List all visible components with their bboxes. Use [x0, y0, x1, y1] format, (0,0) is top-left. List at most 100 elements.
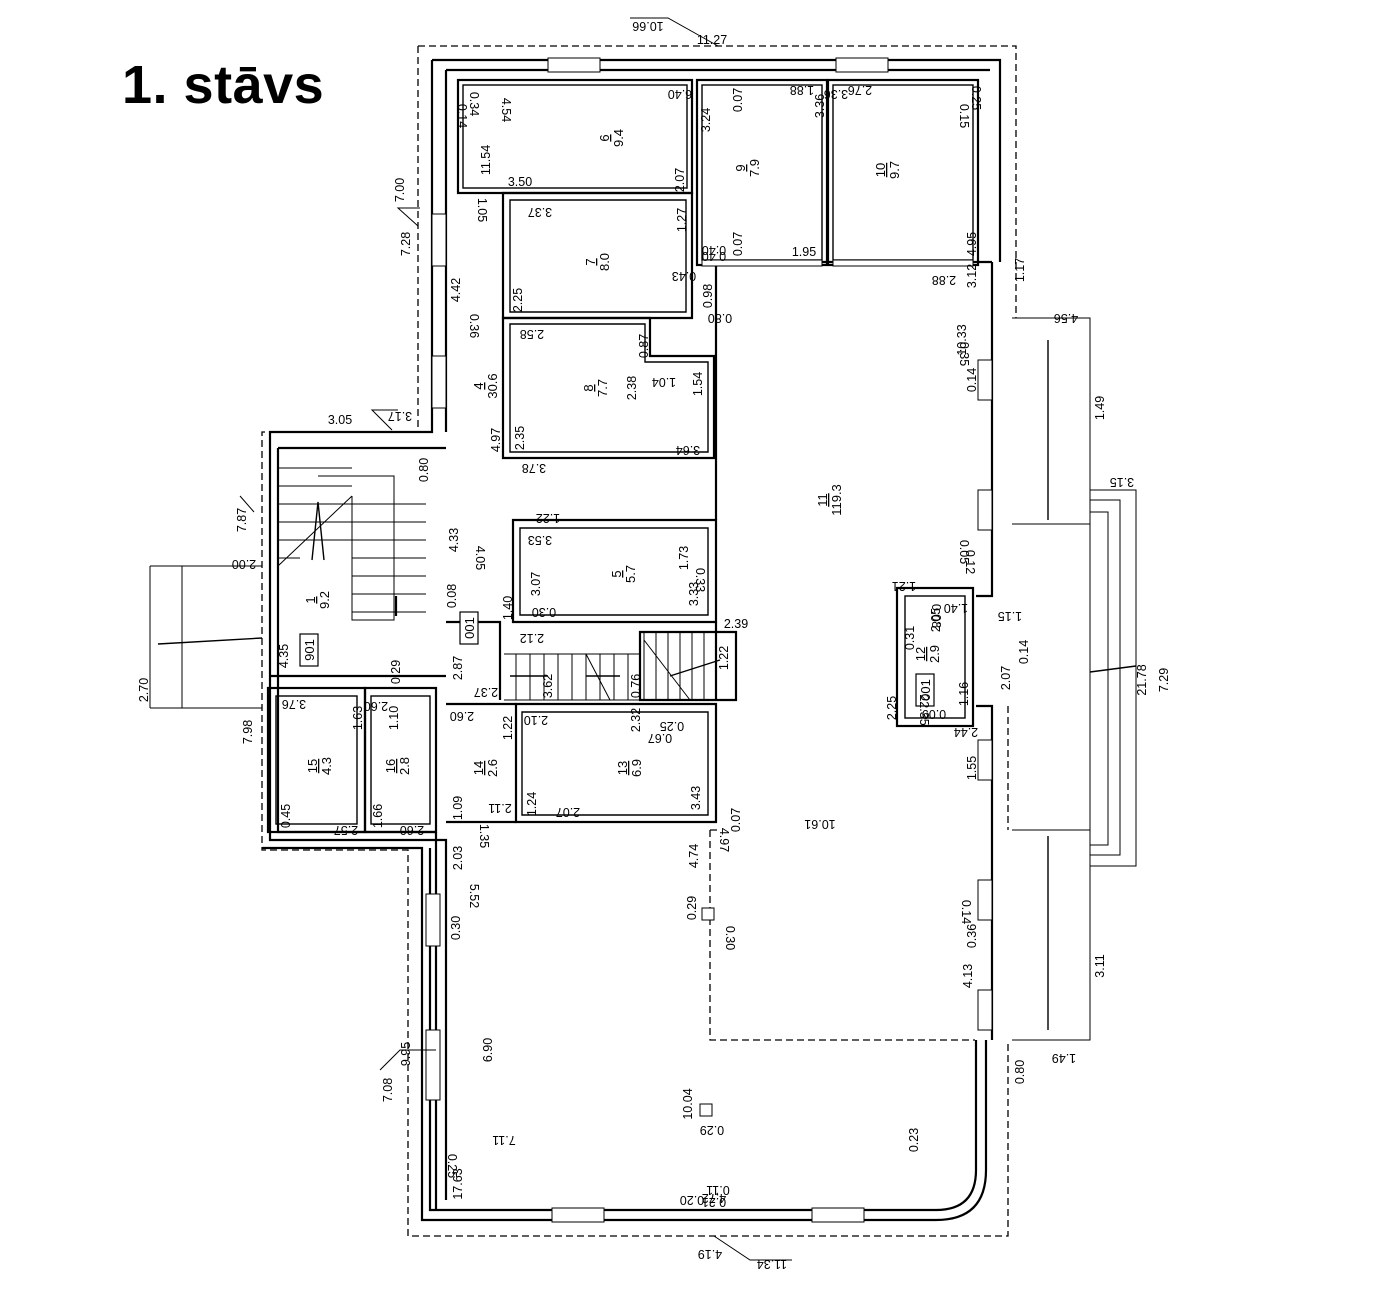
- dimension-label: 4.54: [499, 98, 513, 122]
- room-label-8: 87.7: [581, 379, 610, 397]
- dimension-label: 0.14: [1017, 640, 1031, 664]
- dimension-label: 6.90: [481, 1038, 495, 1062]
- dimension-label: 2.38: [625, 376, 639, 400]
- dimension-label: 1.09: [451, 796, 465, 820]
- dimension-label: 1.49: [1052, 1051, 1076, 1065]
- dimension-label: 2.60: [364, 699, 388, 713]
- dimension-label: 2.35: [513, 426, 527, 450]
- dimension-label: 1.22: [536, 511, 560, 525]
- dimension-label: 1.66: [371, 804, 385, 828]
- dimension-label: 2.58: [520, 327, 544, 341]
- dimension-label: 7.98: [241, 720, 255, 744]
- room-label-13: 136.9: [615, 759, 644, 777]
- dimension-label: 9.95: [399, 1042, 413, 1066]
- dimension-label: 2.07: [556, 805, 580, 819]
- svg-text:001: 001: [918, 679, 933, 701]
- dimension-label: 0.45: [279, 804, 293, 828]
- room-label-10: 109.7: [873, 161, 902, 179]
- dimension-label: 0.07: [731, 88, 745, 112]
- dimension-label: 4.13: [961, 964, 975, 988]
- dimension-label: 1.55: [965, 756, 979, 780]
- dimension-label: 1.95: [792, 245, 816, 259]
- dimension-label: 2.76: [848, 83, 872, 97]
- windows: [425, 57, 993, 1223]
- dimension-label: 4.56: [1054, 311, 1078, 325]
- code-box-2: 001: [915, 673, 935, 707]
- dimension-label: 0.08: [445, 584, 459, 608]
- dimension-label: 3.11: [1093, 954, 1107, 977]
- dimension-label: 1.63: [351, 706, 365, 730]
- dimension-label: 4.97: [717, 828, 731, 852]
- dimension-label: 2.37: [474, 685, 498, 699]
- room-label-9: 97.9: [733, 159, 762, 177]
- room-label-6: 69.4: [597, 129, 626, 147]
- dimension-label: 0.21: [702, 1195, 726, 1209]
- dimension-label: 0.08: [929, 604, 943, 628]
- dimension-label: 0.20: [680, 1193, 704, 1207]
- dimension-label: 1.05: [475, 198, 489, 222]
- dimension-label: 17.63: [451, 1168, 465, 1199]
- dimension-label: 0.25: [445, 1154, 459, 1178]
- dimension-label: 0.29: [685, 896, 699, 920]
- dimension-label: 11.34: [757, 1257, 787, 1271]
- dimension-label: 0.36: [965, 924, 979, 948]
- terrace-right: [1012, 317, 1137, 1041]
- dimension-label: 0.80: [1013, 1060, 1027, 1084]
- dimension-label: 3.64: [676, 443, 700, 457]
- dimension-label: 2.57: [334, 823, 358, 837]
- dimension-label: 2.11: [488, 801, 511, 815]
- dimension-label: 4.33: [447, 528, 461, 552]
- code-box-0: 901: [299, 633, 319, 667]
- dimension-label: 2.07: [999, 666, 1013, 690]
- room-label-5: 55.7: [609, 565, 638, 583]
- dimension-label: 0.36: [467, 314, 481, 338]
- dimension-label: 3.43: [689, 786, 703, 810]
- dimension-label: 11.27: [697, 33, 727, 47]
- dimension-label: 1.15: [998, 609, 1022, 623]
- dimension-label: 1.73: [677, 546, 691, 570]
- dimension-label: 1.21: [892, 579, 916, 593]
- dimension-label: 5.52: [467, 884, 481, 908]
- dimension-label: 0.30: [723, 926, 737, 950]
- dimension-label: 0.09: [922, 707, 946, 721]
- dimension-label: 2.10: [524, 713, 548, 727]
- exterior-walls: [262, 58, 1002, 1222]
- code-box-1: 001: [459, 611, 479, 645]
- dimension-label: 0.23: [907, 1128, 921, 1152]
- dimension-label: 7.08: [381, 1078, 395, 1102]
- dimension-label: 10.61: [804, 817, 835, 831]
- dimension-label: 1.22: [717, 646, 731, 670]
- dimension-label: 3.36: [824, 87, 848, 101]
- entrance-landing-left: [149, 565, 263, 709]
- dimension-label: 3.24: [699, 108, 713, 132]
- small-staircases: [504, 632, 721, 701]
- dimension-label: 7.87: [235, 508, 249, 532]
- dimension-label: 11.54: [479, 145, 493, 175]
- dimension-label: 0.98: [701, 284, 715, 308]
- dimension-label: 3.62: [541, 674, 555, 698]
- svg-text:001: 001: [462, 617, 477, 639]
- dimension-label: 0.87: [637, 334, 651, 358]
- dimension-label: 2.25: [511, 288, 525, 312]
- dimension-label: 3.33: [687, 582, 701, 606]
- dimension-label: 2.03: [451, 846, 465, 870]
- dimension-label: 3.53: [528, 533, 552, 547]
- dimension-label: 0.33: [693, 568, 707, 592]
- dimension-label: 2.44: [954, 725, 978, 739]
- dimension-label: 3.05: [328, 413, 352, 427]
- dimension-label: 4.97: [489, 428, 503, 452]
- dimension-label: 3.12: [965, 264, 979, 288]
- dimension-label: 4.74: [687, 844, 701, 868]
- dimension-label: 3.07: [529, 572, 543, 596]
- dimension-label: 1.40: [501, 596, 515, 620]
- dimension-label: 0.29: [700, 1123, 724, 1137]
- dimension-label: 0.07: [729, 808, 743, 832]
- dimension-label: 0.25: [660, 719, 684, 733]
- dimension-label: 4.72: [702, 1191, 726, 1205]
- dimension-label: 0.15: [957, 104, 971, 128]
- page-title: 1. stāvs: [122, 55, 325, 115]
- dimension-label: 0.14: [959, 900, 973, 924]
- dimension-label: 3.15: [1110, 475, 1134, 489]
- dimension-label: 22.35: [917, 694, 931, 725]
- dimension-label: 3.36: [813, 94, 827, 118]
